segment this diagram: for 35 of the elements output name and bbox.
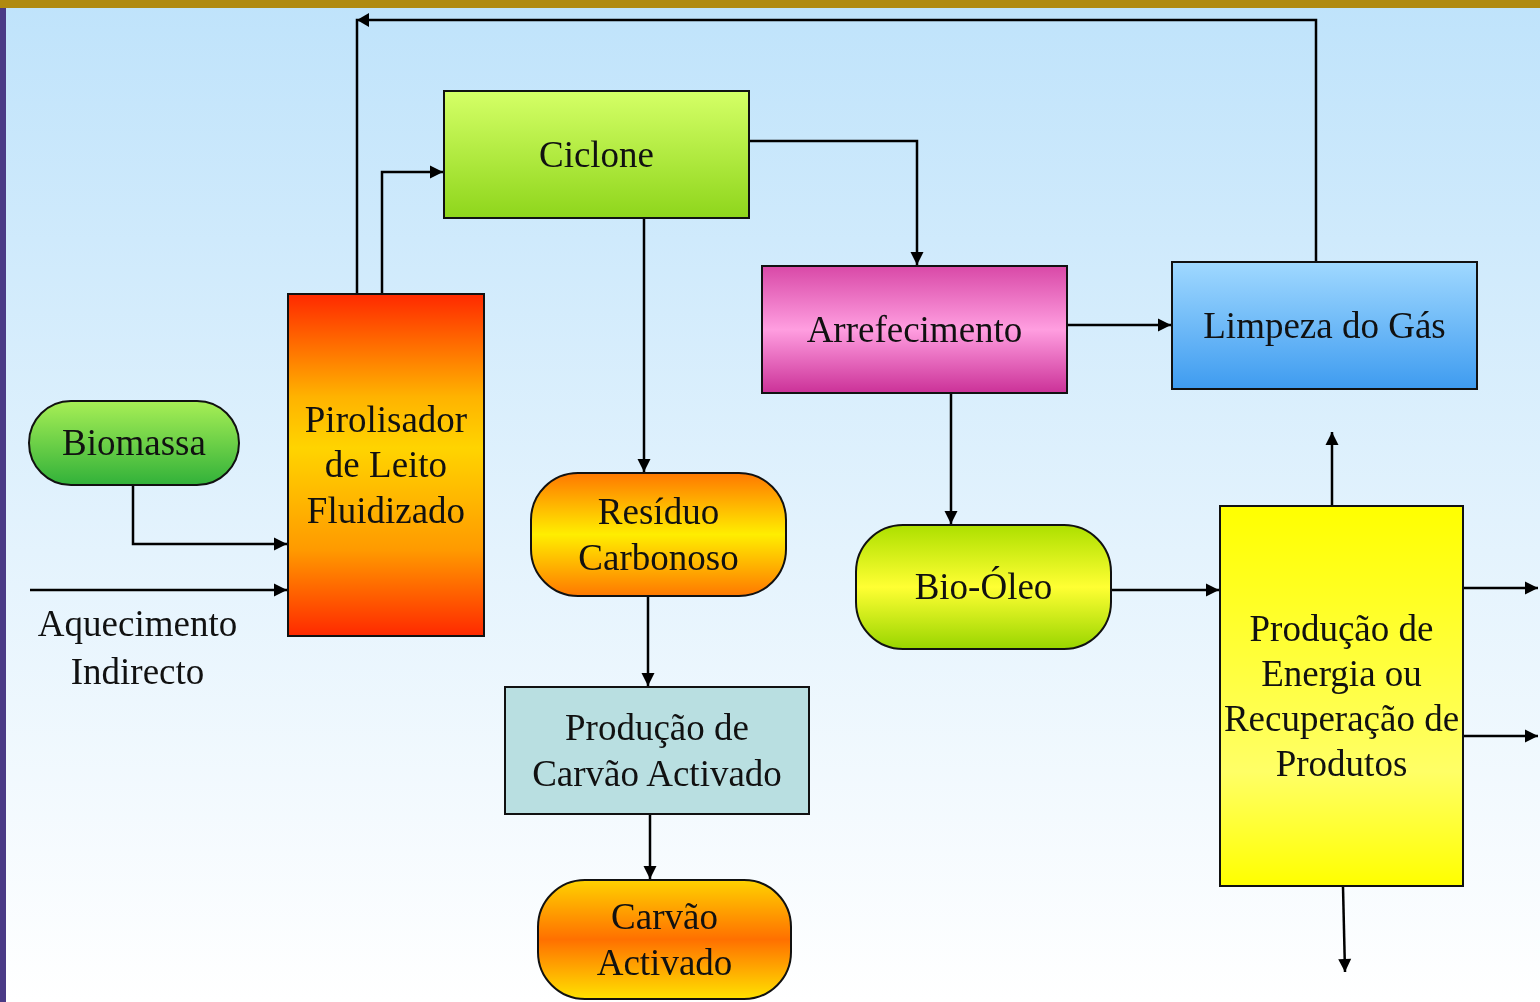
box-label: Pirolisador de Leito Fluidizado [303, 398, 469, 533]
process-box [1171, 261, 1478, 390]
process-box [1219, 505, 1464, 887]
arrow [131, 486, 287, 551]
box-label: Resíduo Carbonoso [577, 490, 740, 580]
arrow [355, 13, 1318, 293]
box-label: Produção de Energia ou Recuperação de Produtos [1223, 606, 1460, 787]
box-label: Limpeza do Gás [1203, 303, 1446, 348]
terminal-box [530, 472, 787, 597]
process-box [287, 293, 485, 637]
arrow [643, 815, 657, 879]
edge-label: Aquecimento Indirecto [36, 602, 239, 695]
arrow [1464, 729, 1538, 743]
arrow [944, 394, 958, 524]
process-box [443, 90, 750, 219]
box-label: Biomassa [62, 421, 206, 466]
arrow [1325, 432, 1339, 505]
box-label: Bio-Óleo [914, 565, 1053, 610]
process-box [504, 686, 810, 815]
arrow [750, 139, 924, 265]
arrow [1112, 583, 1219, 597]
box-label: Ciclone [538, 132, 655, 177]
box-label: Carvão Activado [595, 895, 734, 985]
box-label: Produção de Carvão Activado [531, 706, 783, 796]
process-box [761, 265, 1068, 394]
arrow [637, 219, 651, 472]
terminal-box [537, 879, 792, 1000]
arrow [380, 165, 443, 293]
box-label: Arrefecimento [806, 307, 1023, 352]
terminal-box [855, 524, 1112, 650]
arrow [641, 597, 655, 686]
arrow [1464, 581, 1538, 595]
arrow [30, 583, 287, 597]
arrow [1068, 318, 1171, 332]
arrow [1338, 886, 1352, 973]
